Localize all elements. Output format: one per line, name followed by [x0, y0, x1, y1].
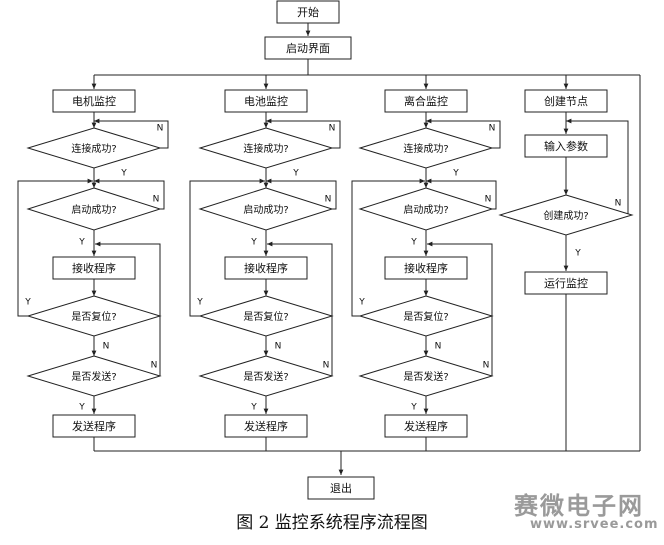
clutch-connect-yes-label: Y	[452, 169, 459, 179]
battery-sendq-yes-label: Y	[250, 403, 257, 413]
battery-reset-diamond-label: 是否复位?	[243, 310, 288, 323]
battery-reset-yes-loop	[189, 178, 265, 317]
motor-start-diamond-label: 启动成功?	[71, 203, 116, 216]
motor-receive-box-label: 接收程序	[72, 261, 116, 275]
motor-start-diamond	[26, 187, 162, 231]
battery-start-diamond	[198, 187, 334, 231]
node-create-ok-diamond-label: 创建成功?	[543, 209, 588, 222]
motor-connect-yes-label: Y	[120, 169, 127, 179]
battery-connect-diamond	[198, 127, 334, 169]
motor-reset-diamond	[26, 295, 162, 337]
battery-connect-no-loop	[266, 118, 341, 149]
figure-caption: 图 2 监控系统程序流程图	[236, 513, 428, 533]
clutch-sendq-no-loop	[427, 241, 493, 376]
motor-title-box-label: 电机监控	[72, 94, 116, 108]
node-create-box	[524, 89, 608, 113]
clutch-connect-diamond-label: 连接成功?	[403, 142, 448, 155]
battery-start-no-loop	[266, 178, 337, 210]
battery-receive-box-label: 接收程序	[244, 261, 288, 275]
node-input-box-label: 输入参数	[544, 139, 588, 153]
clutch-connect-diamond	[358, 127, 494, 169]
battery-connect-no-label: N	[329, 124, 336, 134]
clutch-sendq-diamond-label: 是否发送?	[403, 370, 448, 383]
battery-receive-box	[224, 256, 308, 280]
clutch-reset-diamond-label: 是否复位?	[403, 310, 448, 323]
motor-sendq-diamond	[26, 355, 162, 397]
battery-start-yes-label: Y	[250, 238, 257, 248]
battery-send-box-label: 发送程序	[244, 419, 288, 433]
clutch-sendq-no-label: N	[483, 361, 490, 371]
clutch-reset-no-label: N	[435, 342, 442, 352]
clutch-start-diamond-label: 启动成功?	[403, 203, 448, 216]
battery-title-box-label: 电池监控	[244, 94, 288, 108]
startup-ui-box	[264, 36, 352, 60]
battery-reset-no-label: N	[275, 342, 282, 352]
node-run-box-label: 运行监控	[544, 276, 588, 290]
node-create-box-label: 创建节点	[544, 94, 588, 108]
motor-send-box	[52, 414, 136, 438]
motor-reset-no-label: N	[103, 342, 110, 352]
startup-ui-box-label: 启动界面	[286, 42, 330, 55]
clutch-send-box	[384, 414, 468, 438]
node-create-ok-diamond	[498, 194, 634, 236]
motor-connect-diamond	[26, 127, 162, 169]
motor-start-yes-label: Y	[78, 238, 85, 248]
battery-start-no-label: N	[325, 195, 332, 205]
battery-sendq-no-loop	[267, 241, 333, 376]
motor-connect-diamond-label: 连接成功?	[71, 142, 116, 155]
clutch-start-diamond	[358, 187, 494, 231]
motor-sendq-no-label: N	[151, 361, 158, 371]
battery-connect-diamond-label: 连接成功?	[243, 142, 288, 155]
motor-sendq-yes-label: Y	[78, 403, 85, 413]
clutch-connect-no-label: N	[489, 124, 496, 134]
battery-reset-diamond	[198, 295, 334, 337]
motor-connect-no-label: N	[157, 124, 164, 134]
battery-sendq-no-label: N	[323, 361, 330, 371]
motor-start-no-loop	[94, 178, 165, 210]
battery-sendq-diamond-label: 是否发送?	[243, 370, 288, 383]
clutch-receive-box-label: 接收程序	[404, 261, 448, 275]
clutch-reset-yes-label: Y	[358, 298, 365, 308]
start-node	[276, 0, 340, 24]
motor-receive-box	[52, 256, 136, 280]
battery-title-box	[224, 89, 308, 113]
clutch-sendq-diamond	[358, 355, 494, 397]
node-input-box	[524, 134, 608, 158]
start-node-label: 开始	[297, 5, 319, 19]
battery-connect-yes-label: Y	[292, 169, 299, 179]
exit-node-label: 退出	[330, 481, 352, 495]
clutch-title-box	[384, 89, 468, 113]
clutch-title-box-label: 离合监控	[404, 94, 448, 108]
motor-reset-diamond-label: 是否复位?	[71, 310, 116, 323]
node-run-box	[524, 271, 608, 295]
motor-send-box-label: 发送程序	[72, 419, 116, 433]
motor-connect-no-loop	[94, 118, 169, 149]
motor-sendq-no-loop	[95, 241, 161, 376]
battery-send-box	[224, 414, 308, 438]
node-create-no-label: N	[615, 199, 622, 209]
clutch-connect-no-loop	[426, 118, 501, 149]
motor-sendq-diamond-label: 是否发送?	[71, 370, 116, 383]
exit-node	[307, 476, 375, 500]
motor-start-no-label: N	[153, 195, 160, 205]
motor-reset-yes-label: Y	[24, 298, 31, 308]
clutch-start-yes-label: Y	[410, 238, 417, 248]
watermark-url: www.srvee.com	[530, 517, 659, 532]
node-create-yes-label: Y	[574, 249, 581, 259]
battery-sendq-diamond	[198, 355, 334, 397]
motor-title-box	[52, 89, 136, 113]
clutch-start-no-label: N	[485, 195, 492, 205]
battery-start-diamond-label: 启动成功?	[243, 203, 288, 216]
clutch-receive-box	[384, 256, 468, 280]
clutch-reset-diamond	[358, 295, 494, 337]
battery-reset-yes-label: Y	[196, 298, 203, 308]
motor-reset-yes-loop	[17, 178, 93, 317]
watermark-title: 赛微电子网	[514, 492, 644, 520]
clutch-start-no-loop	[426, 178, 497, 210]
clutch-sendq-yes-label: Y	[410, 403, 417, 413]
clutch-send-box-label: 发送程序	[404, 419, 448, 433]
clutch-reset-yes-loop	[351, 178, 425, 317]
